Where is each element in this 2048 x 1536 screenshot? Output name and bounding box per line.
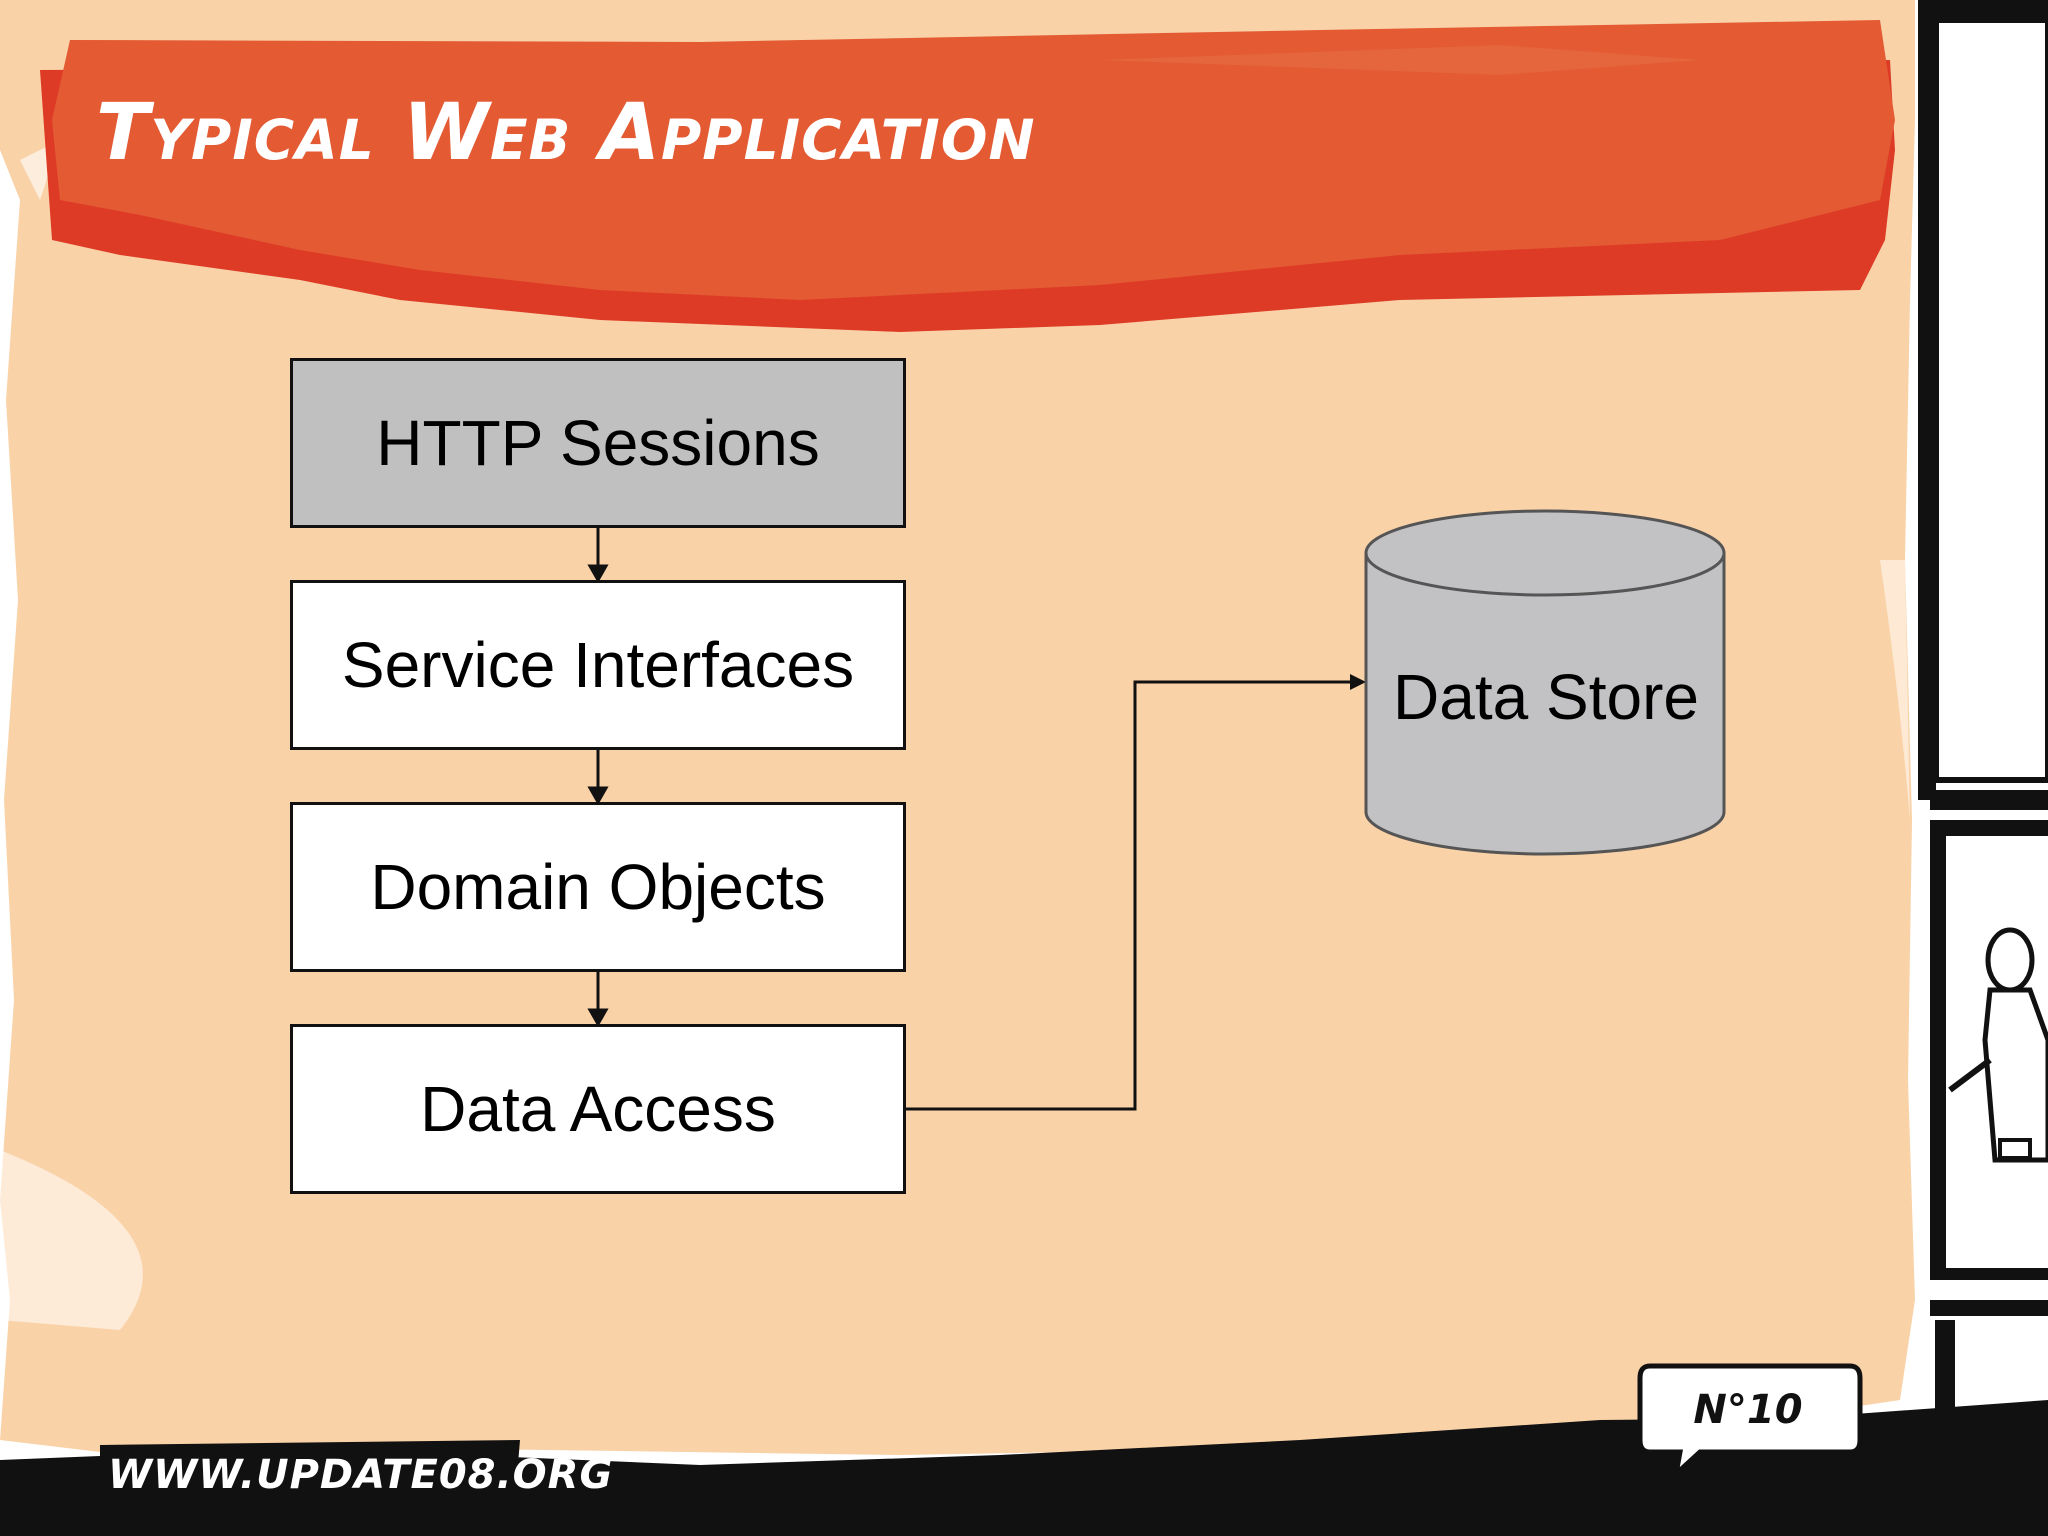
layer-connectors	[587, 528, 609, 1028]
data-access-to-store-arrow	[906, 680, 1352, 1111]
page-number-bubble	[1637, 1363, 1863, 1481]
layer-label: HTTP Sessions	[376, 407, 820, 479]
layer-domain-objects: Domain Objects	[290, 802, 906, 972]
comic-character	[1948, 927, 2048, 1163]
layer-label: Service Interfaces	[341, 629, 855, 701]
layer-service-interfaces: Service Interfaces	[290, 580, 906, 750]
title-banner	[52, 20, 1895, 300]
slide-title: Typical Web Application	[96, 88, 1036, 178]
layer-label: Data Access	[420, 1073, 776, 1145]
layer-data-access: Data Access	[290, 1024, 906, 1194]
layer-http-sessions: HTTP Sessions	[290, 358, 906, 528]
data-store-cylinder	[1364, 509, 1726, 856]
layer-label: Domain Objects	[370, 851, 826, 923]
data-store-label: Data Store	[1393, 661, 1699, 733]
footer-url[interactable]: WWW.UPDATE08.ORG	[108, 1452, 614, 1498]
page-number: N°10	[1693, 1387, 1803, 1433]
footer-band	[0, 1400, 2048, 1536]
